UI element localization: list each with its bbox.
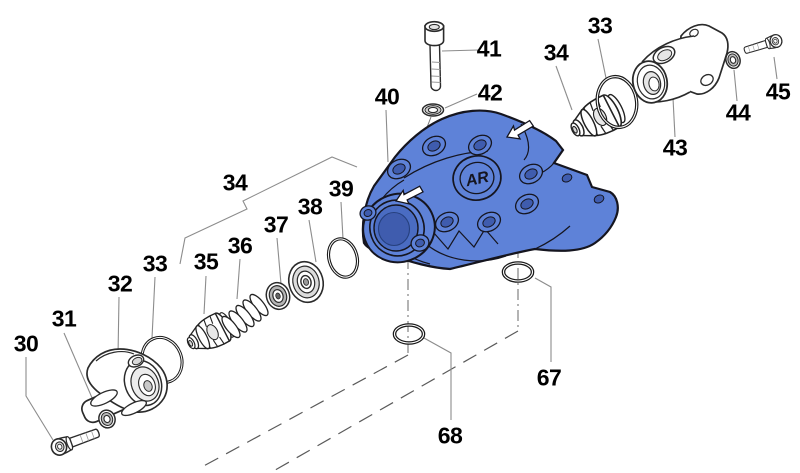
part-label-35: 35: [193, 248, 219, 275]
part-label-40: 40: [374, 83, 400, 110]
part-label-36: 36: [227, 232, 253, 259]
outlet-fitting-43: [631, 23, 729, 104]
leader-33-top: [597, 38, 607, 79]
leader-32: [117, 296, 120, 357]
o-ring-33-top: [595, 74, 639, 130]
part-label-32: 32: [107, 270, 133, 297]
part-label-39: 39: [328, 175, 354, 202]
leader-35: [203, 275, 207, 315]
flow-arrows: [394, 119, 535, 205]
arrow-icon: [394, 185, 424, 205]
leader-31: [63, 332, 97, 408]
part-label-34-top: 34: [543, 39, 569, 66]
brand-logo-boss: AR: [452, 155, 502, 201]
leader-38: [308, 219, 317, 263]
o-ring-68: [392, 323, 426, 345]
washer-31: [98, 409, 116, 429]
leader-39: [340, 201, 344, 240]
spring-36: [221, 293, 269, 339]
part-label-37: 37: [263, 211, 289, 238]
part-label-31: 31: [51, 305, 77, 332]
part-label-44: 44: [725, 99, 751, 126]
leader-36: [236, 258, 241, 300]
part-label-45: 45: [765, 78, 791, 105]
seal-37: [265, 281, 291, 311]
washer-42: [421, 103, 445, 117]
part-label-43: 43: [662, 134, 688, 161]
leader-37: [276, 237, 282, 285]
part-label-67: 67: [536, 364, 562, 391]
brand-logo-text: AR: [463, 169, 491, 191]
leader-42: [444, 93, 478, 109]
part-label-34-left: 34: [222, 169, 248, 196]
screw-41: [424, 20, 445, 92]
o-ring-67: [501, 261, 535, 283]
screw-30: [48, 424, 103, 459]
arrow-icon: [505, 119, 535, 140]
head-left-port: [359, 192, 436, 264]
part-label-68: 68: [437, 422, 463, 449]
o-ring-39: [326, 237, 360, 279]
part-label-33-top: 33: [587, 12, 613, 39]
part-label-41: 41: [476, 35, 502, 62]
pump-head-40: AR: [359, 109, 619, 271]
leader-44: [733, 69, 738, 102]
part-label-30: 30: [13, 330, 39, 357]
leader-34-top: [555, 65, 573, 111]
part-label-42: 42: [477, 79, 503, 106]
part-label-38: 38: [297, 193, 323, 220]
washer-44: [725, 50, 741, 70]
leader-41: [441, 49, 479, 52]
bolt-bosses: [386, 134, 605, 233]
leader-30: [25, 357, 54, 441]
screw-45: [742, 32, 785, 58]
leader-34-bracket: [179, 156, 358, 265]
valve-seat-38: [287, 260, 325, 304]
part-label-33-left: 33: [142, 250, 168, 277]
leader-40: [385, 109, 389, 163]
leader-43: [672, 97, 676, 138]
leader-lines: [25, 38, 778, 441]
leader-67: [534, 277, 552, 362]
inlet-fitting-32: [81, 348, 168, 424]
leader-45: [773, 56, 778, 80]
leader-68: [423, 337, 452, 420]
leader-33-left: [151, 276, 156, 339]
